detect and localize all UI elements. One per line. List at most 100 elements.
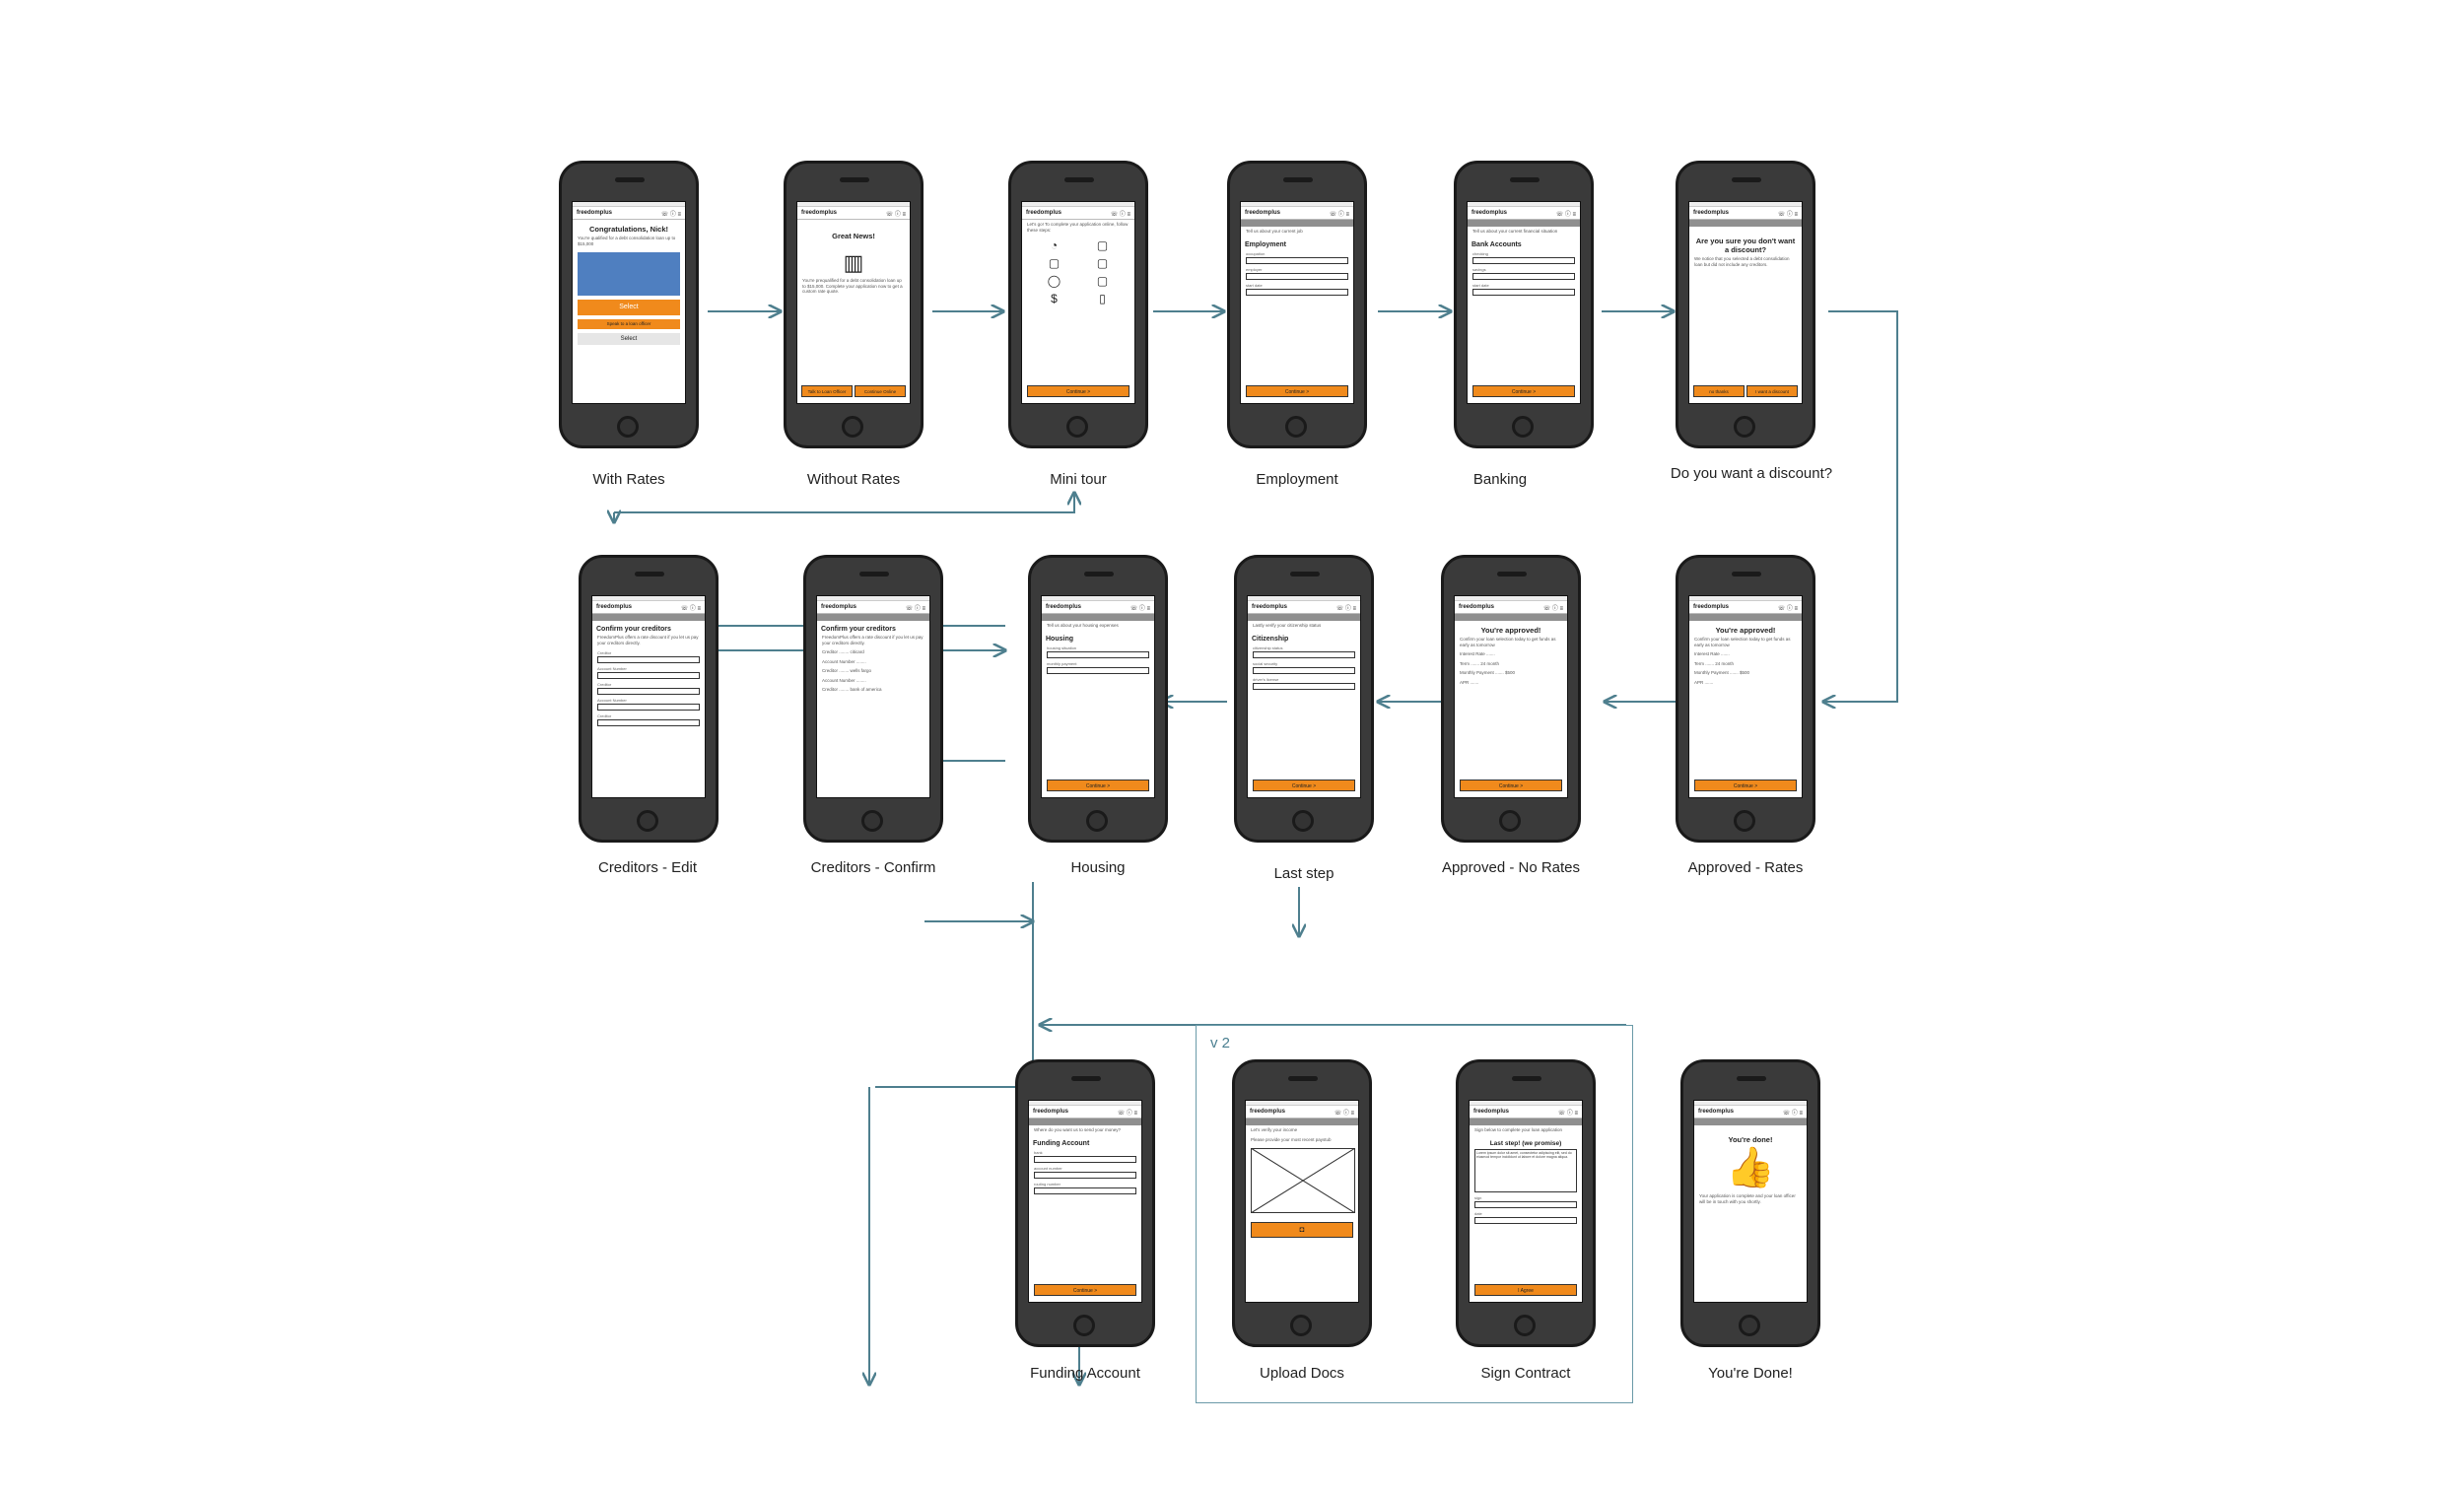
screen-title: Housing (1046, 635, 1073, 643)
header-icons: ☏ ⓘ ≡ (1334, 1110, 1354, 1117)
header-icons: ☏ ⓘ ≡ (1777, 605, 1798, 612)
start-date-field[interactable] (1246, 288, 1348, 296)
account-number-field[interactable] (1034, 1171, 1136, 1179)
want-discount-button[interactable]: I want a discount (1746, 385, 1798, 397)
caption-upload-docs: Upload Docs (1260, 1365, 1344, 1382)
ssn-field[interactable] (1253, 666, 1355, 674)
phone-with-rates[interactable]: freedomplus☏ ⓘ ≡ Congratulations, Nick! … (559, 161, 699, 448)
citizenship-select[interactable] (1253, 650, 1355, 658)
screen-title: Great News! (832, 232, 875, 240)
occupation-field[interactable] (1246, 256, 1348, 264)
screen-title: You're done! (1728, 1135, 1773, 1144)
phone-housing[interactable]: freedomplus☏ ⓘ ≡ Tell us about your hous… (1028, 555, 1168, 843)
phone-employment[interactable]: freedomplus☏ ⓘ ≡ Tell us about your curr… (1227, 161, 1367, 448)
select-bottom[interactable]: Select (578, 333, 680, 345)
continue-button[interactable]: Continue > (1246, 385, 1348, 397)
phone-speaker (840, 177, 869, 182)
phone-upload-docs[interactable]: freedomplus☏ ⓘ ≡ Let's verify your incom… (1232, 1059, 1372, 1347)
continue-button[interactable]: Continue > (1047, 780, 1149, 791)
screen-content: freedomplus☏ ⓘ ≡ Let's go! To complete y… (1021, 201, 1135, 404)
signature-field[interactable] (1474, 1200, 1577, 1208)
caption-approved-rates: Approved - Rates (1687, 859, 1804, 876)
rate-row: Interest Rate ....... (1694, 651, 1730, 656)
screen-content: freedomplus☏ ⓘ ≡ Congratulations, Nick! … (572, 201, 686, 404)
phone-speaker (1497, 572, 1527, 576)
phone-mini-tour[interactable]: freedomplus☏ ⓘ ≡ Let's go! To complete y… (1008, 161, 1148, 448)
brand-logo: freedomplus (1459, 604, 1495, 610)
license-field[interactable] (1253, 682, 1355, 690)
routing-number-field[interactable] (1034, 1187, 1136, 1194)
phone-funding-account[interactable]: freedomplus☏ ⓘ ≡ Where do you want us to… (1015, 1059, 1155, 1347)
screen-content: freedomplus☏ ⓘ ≡ You're approved! Confir… (1454, 595, 1568, 798)
housing-situation-select[interactable] (1047, 650, 1149, 658)
caption-discount: Do you want a discount? (1670, 465, 1833, 482)
agree-button[interactable]: I Agree (1474, 1284, 1577, 1296)
continue-button[interactable]: Continue > (1034, 1284, 1136, 1296)
housing-icon: ▢ (1096, 256, 1109, 270)
caption-without-rates: Without Rates (806, 471, 901, 488)
account-number-field-2[interactable] (597, 704, 700, 711)
phone-creditors-confirm[interactable]: freedomplus☏ ⓘ ≡ Confirm your creditors … (803, 555, 943, 843)
continue-button[interactable]: Continue > (1460, 780, 1562, 791)
bank-name-field[interactable] (1034, 1155, 1136, 1163)
phone-discount[interactable]: freedomplus☏ ⓘ ≡ Are you sure you don't … (1676, 161, 1815, 448)
savings-field[interactable] (1472, 272, 1575, 280)
continue-button[interactable]: Continue > (1253, 780, 1355, 791)
contract-textbox[interactable]: Lorem ipsum dolor sit amet, consectetur … (1474, 1148, 1577, 1192)
creditor-field-2[interactable] (597, 688, 700, 695)
progress-bar (1042, 614, 1154, 621)
chart-icon: ▥ (843, 250, 864, 275)
caption-creditors-edit: Creditors - Edit (597, 859, 698, 876)
monthly-payment-field[interactable] (1047, 666, 1149, 674)
phone-approved-rates[interactable]: freedomplus☏ ⓘ ≡ You're approved! Confir… (1676, 555, 1815, 843)
creditor-field-3[interactable] (597, 719, 700, 726)
phone-youre-done[interactable]: freedomplus☏ ⓘ ≡ You're done! 👍 Your app… (1680, 1059, 1820, 1347)
creditor-row: Account Number ........ (822, 658, 866, 664)
step-icons-grid: ◔▢ ▢▢ ◯▢ $▯ (1022, 235, 1134, 309)
account-number-field[interactable] (597, 672, 700, 679)
phone-speaker (859, 572, 889, 576)
screen-title: Congratulations, Nick! (588, 225, 668, 234)
caption-creditors-confirm: Creditors - Confirm (810, 859, 936, 876)
talk-officer-button[interactable]: Talk to Loan Officer (801, 385, 853, 397)
phone-last-step[interactable]: freedomplus☏ ⓘ ≡ Lastly verify your citi… (1234, 555, 1374, 843)
screen-content: freedomplus☏ ⓘ ≡ Are you sure you don't … (1688, 201, 1803, 404)
camera-upload-button[interactable]: ◘ (1251, 1222, 1353, 1238)
header-icons: ☏ ⓘ ≡ (1129, 605, 1150, 612)
no-thanks-button[interactable]: no thanks (1693, 385, 1745, 397)
caption-employment: Employment (1256, 471, 1338, 488)
phone-without-rates[interactable]: freedomplus☏ ⓘ ≡ Great News! ▥ You're pr… (784, 161, 924, 448)
home-button (1086, 810, 1108, 832)
caption-youre-done: You're Done! (1708, 1365, 1793, 1382)
creditor-field[interactable] (597, 656, 700, 663)
progress-bar (592, 614, 705, 621)
phone-creditors-edit[interactable]: freedomplus☏ ⓘ ≡ Confirm your creditors … (579, 555, 719, 843)
date-field[interactable] (1474, 1216, 1577, 1224)
thumbs-up-icon: 👍 (1726, 1146, 1775, 1189)
employer-field[interactable] (1246, 272, 1348, 280)
progress-bar (1470, 1119, 1582, 1125)
header-icons: ☏ ⓘ ≡ (1335, 605, 1356, 612)
phone-banking[interactable]: freedomplus☏ ⓘ ≡ Tell us about your curr… (1454, 161, 1594, 448)
rate-row: APR ....... (1460, 679, 1479, 685)
phone-sign-contract[interactable]: freedomplus☏ ⓘ ≡ Sign below to complete … (1456, 1059, 1596, 1347)
screen-content: freedomplus☏ ⓘ ≡ Sign below to complete … (1469, 1100, 1583, 1303)
speak-officer-bar[interactable]: Speak to a loan officer (578, 319, 680, 329)
home-button (1512, 416, 1534, 438)
screen-title: You're approved! (1715, 626, 1776, 635)
continue-button[interactable]: Continue > (1027, 385, 1129, 397)
phone-speaker (635, 572, 664, 576)
phone-approved-no-rates[interactable]: freedomplus☏ ⓘ ≡ You're approved! Confir… (1441, 555, 1581, 843)
continue-button[interactable]: Continue > (1472, 385, 1575, 397)
continue-button[interactable]: Continue > (1694, 780, 1797, 791)
screen-content: freedomplus☏ ⓘ ≡ You're approved! Confir… (1688, 595, 1803, 798)
arrow-loop-minitour (614, 493, 1074, 513)
checking-field[interactable] (1472, 256, 1575, 264)
bank-start-field[interactable] (1472, 288, 1575, 296)
brand-logo: freedomplus (821, 604, 857, 610)
header-icons: ☏ ⓘ ≡ (680, 605, 701, 612)
continue-online-button[interactable]: Continue Online (855, 385, 906, 397)
screen-title: Employment (1245, 240, 1287, 248)
select-button[interactable]: Select (578, 300, 680, 315)
home-button (861, 810, 883, 832)
